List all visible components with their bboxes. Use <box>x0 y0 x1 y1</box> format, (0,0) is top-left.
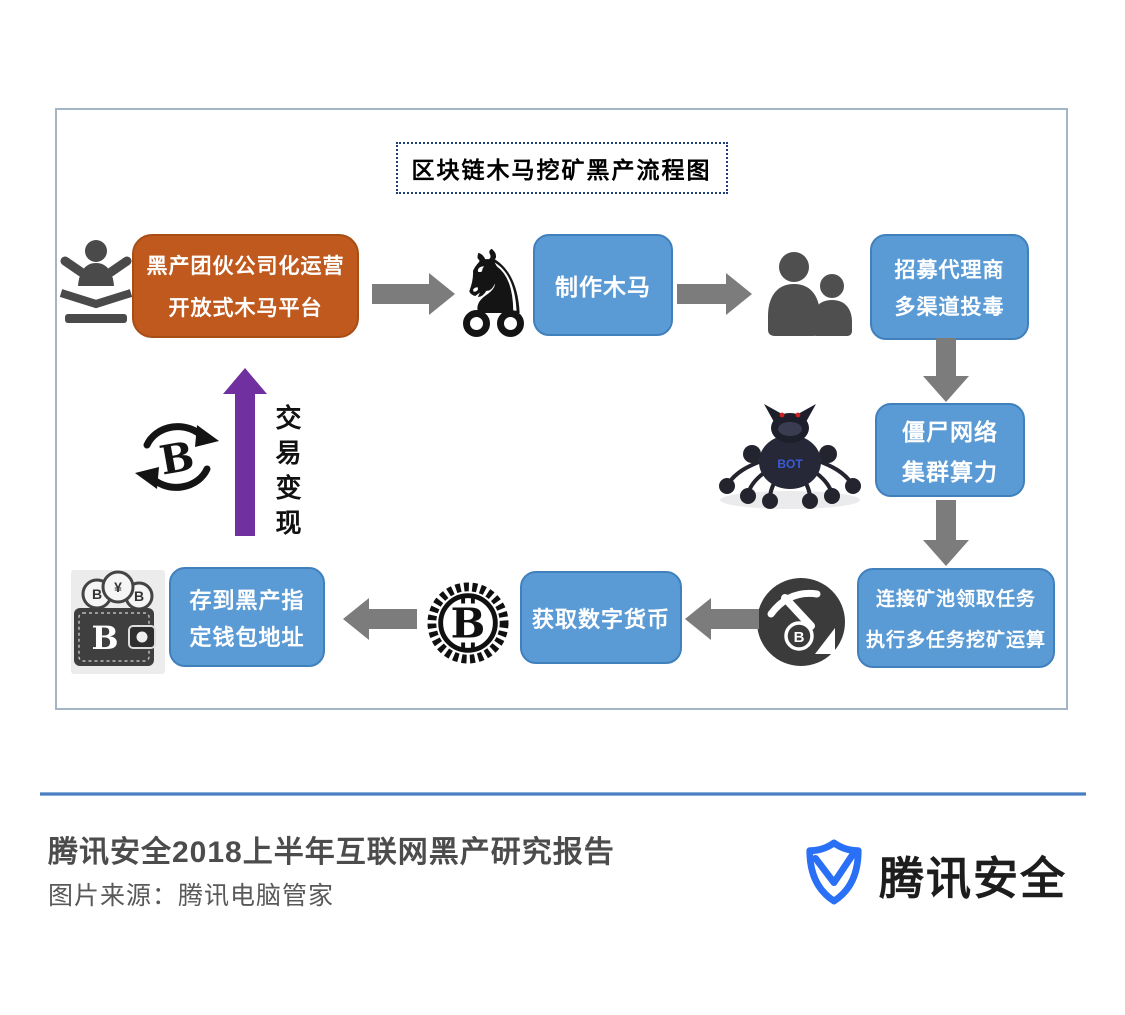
two-people-icon <box>762 250 854 343</box>
horse-wheel-icon <box>463 310 490 337</box>
exchange-letter: B <box>156 432 197 484</box>
node-make-trojan-line1: 制作木马 <box>555 274 651 300</box>
node-platform: 黑产团伙公司化运营 开放式木马平台 <box>132 234 359 338</box>
node-wallet-line2: 定钱包地址 <box>189 624 305 650</box>
node-recruit-agents: 招募代理商 多渠道投毒 <box>870 234 1029 340</box>
node-wallet-line1: 存到黑产指 <box>189 587 305 613</box>
wallet-coin-letter: B <box>134 588 144 604</box>
mining-coin-letter: B <box>794 629 805 646</box>
report-title: 腾讯安全2018上半年互联网黑产研究报告 <box>48 836 615 869</box>
bot-label: BOT <box>777 457 803 471</box>
arrow-trojan-to-agents <box>677 273 752 315</box>
bitcoin-exchange-icon: B <box>131 415 223 504</box>
node-botnet-line1: 僵尸网络 <box>902 419 998 445</box>
arrow-cash-out-up <box>223 368 267 536</box>
node-get-currency: 获取数字货币 <box>520 571 682 664</box>
node-pool-line2: 执行多任务挖矿运算 <box>865 630 1046 651</box>
diagram-title: 区块链木马挖矿黑产流程图 <box>395 142 728 194</box>
mining-pickaxe-icon: B <box>757 578 845 666</box>
wallet-letter: B <box>91 619 118 657</box>
bitcoin-wallet-icon: B ¥ B B <box>71 570 165 674</box>
node-platform-line2: 开放式木马平台 <box>168 297 323 320</box>
tencent-security-logo: 腾讯安全 <box>803 838 1067 911</box>
arrow-currency-to-wallet <box>343 598 417 640</box>
bitcoin-coin-icon: B <box>427 582 509 669</box>
image-source-caption: 图片来源：腾讯电脑管家 <box>48 882 335 910</box>
node-get-currency-line1: 获取数字货币 <box>531 606 670 632</box>
arrow-pool-to-currency <box>685 598 759 640</box>
arrow-agents-to-botnet <box>923 338 969 402</box>
botnet-spider-robot-icon: BOT <box>712 398 868 519</box>
node-botnet-line2: 集群算力 <box>902 459 998 485</box>
node-platform-line1: 黑产团伙公司化运营 <box>146 255 345 278</box>
operator-at-desk-icon <box>59 236 133 339</box>
shield-check-icon <box>803 838 865 911</box>
trojan-horse-icon: ♞ <box>455 239 534 338</box>
node-pool-line1: 连接矿池领取任务 <box>875 589 1036 610</box>
node-wallet-address: 存到黑产指 定钱包地址 <box>169 567 325 667</box>
node-botnet: 僵尸网络 集群算力 <box>875 403 1025 497</box>
node-mining-pool: 连接矿池领取任务 执行多任务挖矿运算 <box>857 568 1055 668</box>
node-recruit-line2: 多渠道投毒 <box>894 295 1005 319</box>
cash-out-label: 交易变现 <box>272 404 302 544</box>
wallet-coin-letter: B <box>92 586 102 602</box>
arrow-platform-to-trojan <box>372 273 455 315</box>
arrow-botnet-to-pool <box>923 500 969 566</box>
horse-wheel-icon <box>497 310 524 337</box>
brand-name: 腾讯安全 <box>879 853 1068 904</box>
flowchart-panel: 区块链木马挖矿黑产流程图 黑产团伙公司化运营 开放式木马平台 ♞ 制作木马 <box>55 108 1068 710</box>
wallet-coin-letter: ¥ <box>114 579 122 595</box>
node-make-trojan: 制作木马 <box>533 234 673 336</box>
bitcoin-letter: B <box>451 600 486 648</box>
node-recruit-line1: 招募代理商 <box>894 258 1005 282</box>
footer-divider <box>40 792 1086 796</box>
